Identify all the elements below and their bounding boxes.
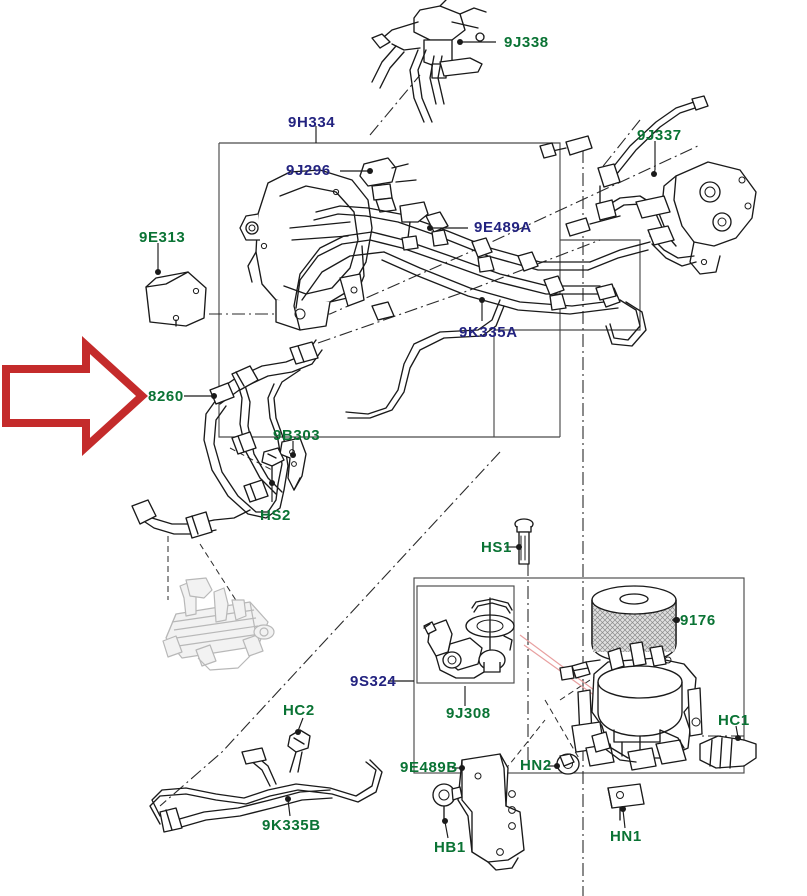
part-label-HC1: HC1 bbox=[718, 712, 750, 729]
group-boxes bbox=[218, 142, 745, 774]
part-label-9E489B: 9E489B bbox=[400, 759, 458, 776]
part-HS2-screw bbox=[261, 447, 285, 483]
part-HC2-clip bbox=[287, 729, 311, 773]
part-label-9E489A: 9E489A bbox=[474, 219, 532, 236]
part-label-HB1: HB1 bbox=[434, 839, 466, 856]
part-label-HN2: HN2 bbox=[520, 757, 552, 774]
part-label-9E313: 9E313 bbox=[139, 229, 186, 246]
part-9H334-engine-bracket bbox=[239, 169, 373, 331]
part-8260-coolant-hose bbox=[131, 339, 323, 539]
part-label-HC2: HC2 bbox=[283, 702, 315, 719]
part-label-HN1: HN1 bbox=[610, 828, 642, 845]
part-label-9S324: 9S324 bbox=[350, 673, 397, 690]
part-9E489A-bracket bbox=[399, 201, 429, 251]
part-HS1-bolt bbox=[514, 518, 534, 565]
part-HN2-nut bbox=[556, 753, 580, 775]
leader-9176 bbox=[672, 617, 679, 623]
part-label-9K335B: 9K335B bbox=[262, 817, 321, 834]
part-HN1-nut bbox=[607, 783, 645, 821]
part-HC1-clip bbox=[699, 735, 757, 769]
part-label-9B303: 9B303 bbox=[273, 427, 321, 444]
part-label-9176: 9176 bbox=[680, 612, 716, 629]
part-HB1-bolt bbox=[432, 783, 463, 821]
part-9K335B-fuel-pipes bbox=[149, 747, 383, 833]
part-label-9J337: 9J337 bbox=[637, 127, 682, 144]
part-9E313-heat-shield bbox=[145, 271, 207, 327]
part-label-9H334: 9H334 bbox=[288, 114, 336, 131]
part-label-9J308: 9J308 bbox=[446, 705, 491, 722]
part-fuel-filter-housing bbox=[559, 641, 703, 771]
part-9E489B-bracket bbox=[457, 753, 525, 871]
part-label-9J296: 9J296 bbox=[286, 162, 331, 179]
part-9J338-fuel-rail bbox=[371, 0, 487, 123]
part-label-8260: 8260 bbox=[148, 388, 184, 405]
part-label-HS1: HS1 bbox=[481, 539, 512, 556]
part-9J308-sender-unit bbox=[423, 597, 515, 679]
part-label-9K335A: 9K335A bbox=[459, 324, 518, 341]
part-label-HS2: HS2 bbox=[260, 507, 291, 524]
part-9J296-injector-connector bbox=[359, 157, 417, 213]
part-9B303-clip bbox=[279, 437, 307, 491]
part-oil-cooler-ghost bbox=[162, 577, 275, 671]
part-9J337-bracket-assembly bbox=[539, 95, 757, 275]
part-label-9J338: 9J338 bbox=[504, 34, 549, 51]
red-callout-arrow bbox=[2, 335, 148, 457]
